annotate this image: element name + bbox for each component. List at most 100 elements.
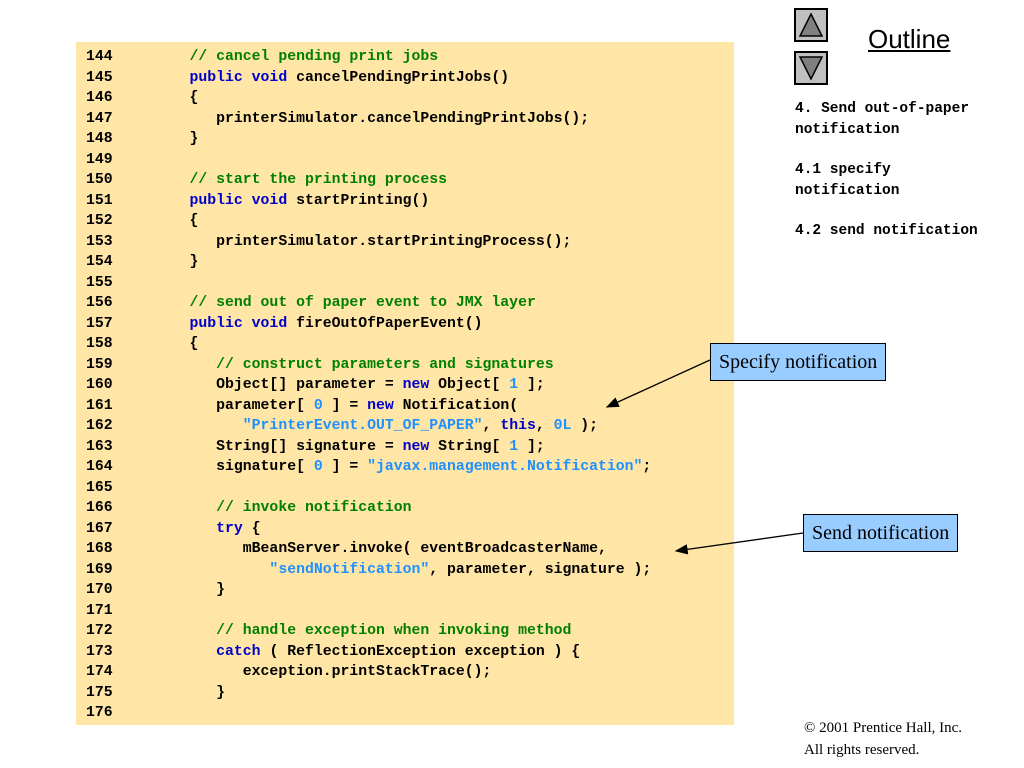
line-number: 176 [86,705,113,721]
line-number: 147 [86,110,113,127]
code-line: 158 { [76,334,198,355]
copyright-line-1: © 2001 Prentice Hall, Inc. [804,720,963,736]
code-token: 0 [313,459,323,475]
code-token: // start the printing process [154,172,448,188]
code-token: String[] signature = [154,438,403,455]
line-number: 145 [86,69,113,86]
line-number: 155 [86,274,113,291]
code-token: ); [571,418,599,434]
code-line: 165 [76,478,154,499]
line-number: 160 [86,377,113,393]
code-token: Notification( [402,397,519,414]
code-line: 155 [76,273,154,294]
code-token: { [154,213,199,229]
code-line: 163 String[] signature = new String[ 1 ]… [76,437,545,458]
code-token: ] = [322,397,368,414]
code-token: ; [642,459,652,475]
code-token: Object[ [438,377,510,393]
line-number: 148 [86,131,113,147]
code-line: 176 [76,703,154,724]
code-line: 170 } [76,580,225,601]
code-line: 151 public void startPrinting() [76,191,429,212]
code-line: 164 signature[ 0 ] = "javax.management.N… [76,457,651,478]
code-token: // handle exception when invoking method [154,623,572,639]
next-slide-button[interactable] [794,51,828,85]
line-number: 175 [86,684,113,701]
code-line: 169 "sendNotification", parameter, signa… [76,560,651,581]
code-token: parameter[ [154,397,314,414]
callout-send-notification: Send notification [803,514,959,552]
code-line: 167 try { [76,519,261,540]
line-number: 174 [86,664,113,680]
line-number: 170 [86,582,113,598]
send-arrow [674,532,804,555]
code-token: 0 [313,397,323,414]
code-token: { [154,90,199,106]
line-number: 149 [86,151,113,168]
outline-item-specify-notification: 4.1 specify notification [795,162,900,199]
code-token: , parameter, signature ); [429,561,652,578]
code-token: new [402,438,439,455]
code-token: } [154,684,226,701]
code-token: this [500,418,536,434]
code-line: 166 // invoke notification [76,498,412,519]
specify-arrow [605,359,711,408]
line-number: 151 [86,192,113,209]
line-number: 154 [86,254,113,270]
code-line: 147 printerSimulator.cancelPendingPrintJ… [76,109,589,130]
code-line: 162 "PrinterEvent.OUT_OF_PAPER", this, 0… [76,416,598,437]
code-line: 168 mBeanServer.invoke( eventBroadcaster… [76,539,607,560]
line-number: 158 [86,336,113,352]
line-number: 159 [86,356,113,373]
code-line: 173 catch ( ReflectionException exceptio… [76,642,580,663]
code-line: 157 public void fireOutOfPaperEvent() [76,314,483,335]
line-number: 173 [86,643,113,660]
line-number: 167 [86,520,113,537]
line-number: 168 [86,541,113,557]
line-number: 162 [86,418,113,434]
line-number: 169 [86,561,113,578]
code-line: 171 [76,601,154,622]
code-line: 144 // cancel pending print jobs [76,47,438,68]
line-number: 156 [86,295,113,311]
line-number: 165 [86,479,113,496]
outline-link[interactable]: Outline [868,24,951,54]
line-number: 152 [86,213,113,229]
code-token: exception.printStackTrace(); [154,664,492,680]
code-token: Object[] parameter = [154,377,403,393]
line-number: 157 [86,315,113,332]
line-number: 171 [86,602,113,619]
code-line: 145 public void cancelPendingPrintJobs() [76,68,509,89]
code-line: 153 printerSimulator.startPrintingProces… [76,232,571,253]
code-token: signature[ [154,459,314,475]
code-token: startPrinting() [296,192,430,209]
line-number: 153 [86,233,113,250]
code-token: } [154,131,199,147]
code-token: printerSimulator.cancelPendingPrintJobs(… [154,110,590,127]
line-number: 161 [86,397,113,414]
code-token: "sendNotification" [154,561,430,578]
line-number: 172 [86,623,113,639]
code-token: try [154,520,252,537]
copyright-line-2: All rights reserved. [804,742,920,758]
code-token: // send out of paper event to JMX layer [154,295,536,311]
code-token: // construct parameters and signatures [154,356,554,373]
code-token: ] = [322,459,368,475]
code-token: "PrinterEvent.OUT_OF_PAPER" [154,418,483,434]
code-line: 175 } [76,683,225,704]
code-line: 160 Object[] parameter = new Object[ 1 ]… [76,375,545,396]
code-line: 174 exception.printStackTrace(); [76,662,491,683]
code-line: 172 // handle exception when invoking me… [76,621,571,642]
code-line: 148 } [76,129,198,150]
code-token: 1 [509,377,519,393]
code-token: public void [154,192,297,209]
code-token: , [535,418,554,434]
previous-slide-button[interactable] [794,8,828,42]
code-token: mBeanServer.invoke( eventBroadcasterName… [154,541,607,557]
code-line: 150 // start the printing process [76,170,447,191]
line-number: 166 [86,500,113,516]
code-token: { [154,336,199,352]
copyright: © 2001 Prentice Hall, Inc. All rights re… [804,717,962,761]
